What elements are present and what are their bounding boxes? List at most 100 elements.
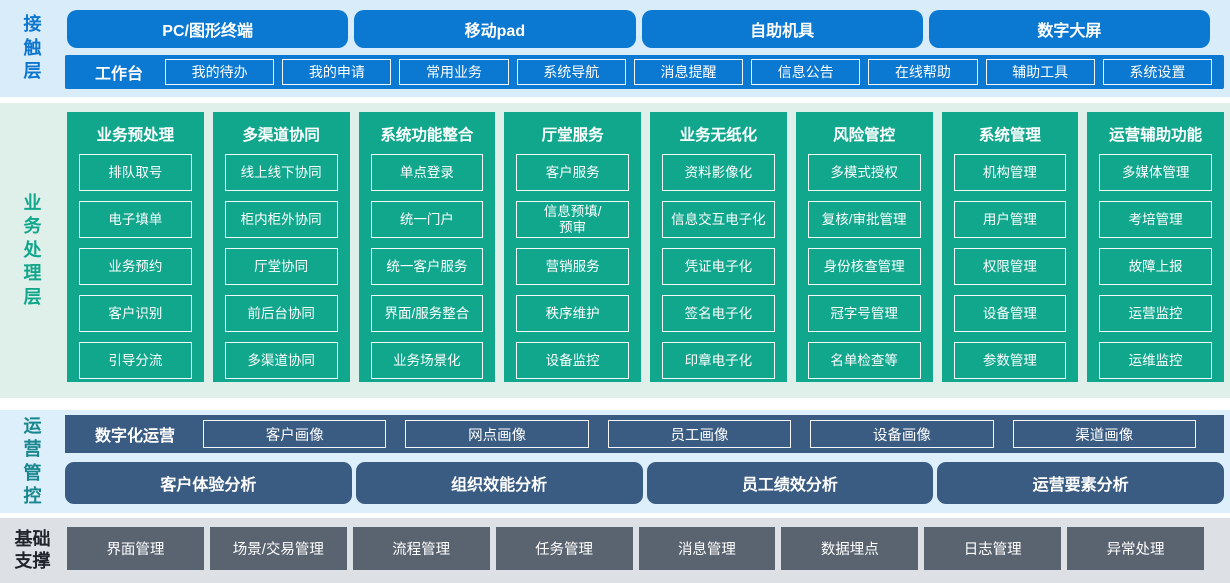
workbench-item: 我的申请: [282, 59, 392, 85]
contact-layer-gutter: 接触层: [0, 0, 65, 97]
business-function-box: 信息交互电子化: [662, 201, 775, 238]
foundation-box: 日志管理: [924, 527, 1062, 570]
business-column-items: 客户服务 信息预填/ 预审 营销服务 秩序维护 设备监控: [516, 154, 629, 379]
business-function-box: 多模式授权: [807, 154, 921, 191]
business-function-box: 界面/服务整合: [370, 295, 484, 332]
business-function-box: 前后台协同: [224, 295, 338, 332]
workbench-bar: 工作台 我的待办 我的申请 常用业务 系统导航 消息提醒 信息公告 在线帮助: [65, 55, 1224, 89]
business-function-box: 复核/审批管理: [807, 201, 921, 238]
foundation-layer-band: 基础支撑 界面管理 场景/交易管理 流程管理 任务管理 消息管理 数据埋点 日志…: [0, 518, 1230, 583]
business-function-box: 设备管理: [953, 295, 1067, 332]
foundation-layer-gutter: 基础支撑: [0, 518, 65, 583]
business-function-box: 冠字号管理: [807, 295, 921, 332]
business-function-box: 营销服务: [516, 248, 629, 285]
business-function-box: 统一门户: [370, 201, 484, 238]
foundation-box: 数据埋点: [781, 527, 919, 570]
foundation-box: 任务管理: [495, 527, 633, 570]
workbench-item: 系统设置: [1102, 59, 1212, 85]
digital-operations-bar: 数字化运营 客户画像 网点画像 员工画像 设备画像 渠道画像: [65, 415, 1224, 453]
business-column-items: 多媒体管理 考培管理 故障上报 运营监控 运维监控: [1099, 154, 1212, 379]
contact-layer-content: PC/图形终端 移动pad 自助机具 数字大屏 工作台 我的待办 我的申请 常用…: [65, 0, 1224, 97]
terminal-channel-box: 移动pad: [354, 10, 636, 48]
profile-box: 客户画像: [203, 420, 387, 448]
business-function-box: 引导分流: [79, 342, 192, 379]
business-column-title: 系统功能整合: [380, 127, 474, 144]
business-column-items: 单点登录 统一门户 统一客户服务 界面/服务整合 业务场景化: [370, 154, 484, 379]
operations-layer-content: 数字化运营 客户画像 网点画像 员工画像 设备画像 渠道画像 客户体验分析: [65, 410, 1224, 513]
workbench-item: 消息提醒: [633, 59, 744, 85]
operations-layer-label: 运营管控: [23, 415, 42, 506]
foundation-box: 流程管理: [352, 527, 490, 570]
foundation-box: 场景/交易管理: [209, 527, 347, 570]
business-function-box: 资料影像化: [662, 154, 775, 191]
analysis-row: 客户体验分析 组织效能分析 员工绩效分析 运营要素分析: [65, 462, 1224, 504]
foundation-items: 界面管理 场景/交易管理 流程管理 任务管理 消息管理 数据埋点 日志管理 异常…: [67, 527, 1204, 570]
business-function-box: 印章电子化: [662, 342, 775, 379]
business-column: 运营辅助功能 多媒体管理 考培管理 故障上报 运营监控 运维监控: [1087, 112, 1224, 382]
terminal-channel-box: PC/图形终端: [67, 10, 349, 48]
foundation-box: 界面管理: [67, 527, 204, 570]
business-column: 业务无纸化 资料影像化 信息交互电子化 凭证电子化 签名电子化 印章电子化: [650, 112, 787, 382]
business-function-box: 多渠道协同: [224, 342, 338, 379]
contact-layer-label: 接触层: [23, 14, 42, 82]
business-column-title: 多渠道协同: [242, 127, 320, 144]
workbench-item: 在线帮助: [868, 59, 978, 85]
business-column-items: 机构管理 用户管理 权限管理 设备管理 参数管理: [953, 154, 1067, 379]
workbench-item: 我的待办: [165, 59, 275, 85]
business-column: 风险管控 多模式授权 复核/审批管理 身份核查管理 冠字号管理 名单检查等: [795, 112, 933, 382]
workbench-item: 信息公告: [751, 59, 861, 85]
contact-layer-band: 接触层 PC/图形终端 移动pad 自助机具 数字大屏 工作台 我的待办 我的申…: [0, 0, 1230, 97]
profile-box: 员工画像: [607, 420, 792, 448]
business-column-title: 系统管理: [978, 127, 1041, 144]
business-function-box: 运维监控: [1099, 342, 1212, 379]
business-function-box: 考培管理: [1099, 201, 1212, 238]
workbench-label: 工作台: [95, 66, 144, 83]
business-function-box: 机构管理: [953, 154, 1067, 191]
analysis-box: 运营要素分析: [937, 462, 1224, 504]
business-function-box: 用户管理: [953, 201, 1067, 238]
business-column-title: 运营辅助功能: [1109, 127, 1203, 144]
business-function-box: 身份核查管理: [807, 248, 921, 285]
workbench-item: 系统导航: [516, 59, 626, 85]
profile-box: 网点画像: [405, 420, 589, 448]
business-function-box: 线上线下协同: [224, 154, 338, 191]
business-column-title: 业务预处理: [96, 127, 175, 144]
business-column: 系统功能整合 单点登录 统一门户 统一客户服务 界面/服务整合 业务场景化: [358, 112, 496, 382]
business-function-box: 业务预约: [79, 248, 192, 285]
business-function-box: 排队取号: [79, 154, 192, 191]
business-function-box: 客户识别: [79, 295, 192, 332]
business-column: 系统管理 机构管理 用户管理 权限管理 设备管理 参数管理: [941, 112, 1079, 382]
business-column-items: 线上线下协同 柜内柜外协同 厅堂协同 前后台协同 多渠道协同: [224, 154, 338, 379]
business-column-items: 多模式授权 复核/审批管理 身份核查管理 冠字号管理 名单检查等: [807, 154, 921, 379]
business-function-box: 统一客户服务: [370, 248, 484, 285]
business-function-box: 多媒体管理: [1099, 154, 1212, 191]
business-function-box: 客户服务: [516, 154, 629, 191]
business-column-title: 厅堂服务: [541, 127, 604, 144]
business-column: 多渠道协同 线上线下协同 柜内柜外协同 厅堂协同 前后台协同 多渠道协同: [212, 112, 350, 382]
business-function-box: 运营监控: [1099, 295, 1212, 332]
analysis-box: 客户体验分析: [65, 462, 352, 504]
workbench-item: 辅助工具: [985, 59, 1095, 85]
operations-layer-band: 运营管控 数字化运营 客户画像 网点画像 员工画像 设备画像 渠道画像: [0, 410, 1230, 513]
business-column-items: 排队取号 电子填单 业务预约 客户识别 引导分流: [79, 154, 192, 379]
digital-operations-items: 客户画像 网点画像 员工画像 设备画像 渠道画像: [203, 420, 1196, 448]
business-function-box: 参数管理: [953, 342, 1067, 379]
business-column-title: 业务无纸化: [679, 127, 758, 144]
profile-box: 设备画像: [810, 420, 994, 448]
business-function-box: 柜内柜外协同: [224, 201, 338, 238]
business-function-box: 业务场景化: [370, 342, 484, 379]
profile-box: 渠道画像: [1012, 420, 1196, 448]
business-function-box: 单点登录: [370, 154, 484, 191]
terminal-channel-box: 数字大屏: [928, 10, 1210, 48]
workbench-item: 常用业务: [399, 59, 509, 85]
terminal-row: PC/图形终端 移动pad 自助机具 数字大屏: [67, 10, 1210, 48]
foundation-layer-content: 界面管理 场景/交易管理 流程管理 任务管理 消息管理 数据埋点 日志管理 异常…: [65, 518, 1224, 583]
business-function-box: 故障上报: [1099, 248, 1212, 285]
business-column-title: 风险管控: [833, 127, 896, 144]
operations-layer-gutter: 运营管控: [0, 410, 65, 513]
business-function-box: 凭证电子化: [662, 248, 775, 285]
business-layer-label: 业务处理层: [23, 193, 42, 307]
business-function-box: 厅堂协同: [224, 248, 338, 285]
business-function-box: 秩序维护: [516, 295, 629, 332]
foundation-box: 消息管理: [638, 527, 776, 570]
